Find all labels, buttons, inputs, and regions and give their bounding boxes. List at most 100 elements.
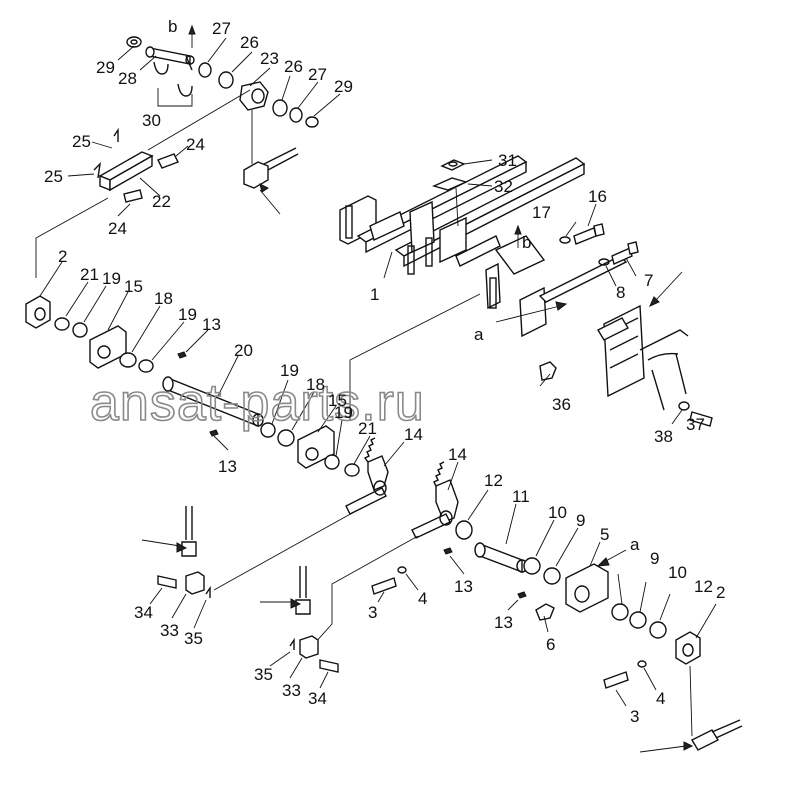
label-18: 18 bbox=[306, 375, 325, 394]
label-8: 8 bbox=[616, 283, 625, 302]
label-29: 29 bbox=[334, 77, 353, 96]
label-33: 33 bbox=[160, 621, 179, 640]
cotter-35-b bbox=[289, 637, 295, 650]
label-26: 26 bbox=[240, 33, 259, 52]
washer-29-left bbox=[126, 36, 142, 48]
bolt-3-b bbox=[603, 671, 629, 689]
label-6: 6 bbox=[546, 635, 555, 654]
lower-left-rods bbox=[141, 506, 339, 689]
frame-right-plate bbox=[603, 304, 645, 398]
bushing-9-a bbox=[543, 567, 561, 585]
shaft-11 bbox=[479, 542, 523, 574]
label-12: 12 bbox=[694, 577, 713, 596]
bolt-3-a bbox=[371, 577, 397, 595]
label-33: 33 bbox=[282, 681, 301, 700]
washer-8 bbox=[598, 258, 610, 266]
label-22: 22 bbox=[152, 192, 171, 211]
connection-lines bbox=[349, 293, 481, 420]
washer-29-right bbox=[305, 116, 319, 128]
label-11: 11 bbox=[512, 487, 530, 506]
label-29: 29 bbox=[96, 58, 115, 77]
label-9: 9 bbox=[576, 511, 585, 530]
label-24: 24 bbox=[186, 135, 205, 154]
washer-4-b bbox=[637, 660, 647, 668]
cotter-25-a bbox=[93, 162, 101, 179]
label-34: 34 bbox=[308, 689, 327, 708]
label-19: 19 bbox=[102, 269, 121, 288]
key-13-d bbox=[517, 591, 527, 599]
label-25: 25 bbox=[72, 132, 91, 151]
clip-30-b bbox=[177, 83, 193, 97]
pin-assembly-top bbox=[117, 24, 341, 215]
clip-30-a bbox=[153, 61, 169, 75]
label-7: 7 bbox=[644, 271, 653, 290]
label-24: 24 bbox=[108, 219, 127, 238]
label-2: 2 bbox=[716, 583, 725, 602]
bushing-9-b bbox=[611, 603, 629, 621]
label-3: 3 bbox=[630, 707, 639, 726]
key-13-a bbox=[177, 351, 187, 359]
label-28: 28 bbox=[118, 69, 137, 88]
rod-coupler-a bbox=[181, 541, 197, 557]
bushing-19-a bbox=[72, 322, 88, 338]
label-17: 17 bbox=[532, 203, 551, 222]
arm-2-left bbox=[25, 295, 51, 329]
bushing-19-d bbox=[324, 454, 340, 470]
bushing-19-b bbox=[138, 359, 154, 373]
label-37: 37 bbox=[686, 415, 705, 434]
plate-32 bbox=[431, 177, 469, 191]
bolt-24-bottom bbox=[123, 189, 143, 203]
washer-17 bbox=[559, 236, 571, 244]
left-shaft-assembly bbox=[25, 261, 371, 477]
lower-center-assembly bbox=[313, 461, 627, 645]
sector-assembly-14 bbox=[213, 437, 405, 591]
washer-21-a bbox=[54, 317, 70, 331]
watermark: ansat-parts.ru bbox=[90, 374, 425, 432]
label-21: 21 bbox=[80, 265, 99, 284]
label-4: 4 bbox=[656, 689, 665, 708]
bolt-34-b bbox=[319, 659, 339, 673]
label-5: 5 bbox=[600, 525, 609, 544]
label-21: 21 bbox=[358, 419, 377, 438]
bushing-10-a bbox=[523, 557, 541, 575]
label-13: 13 bbox=[202, 315, 221, 334]
cotter-35-a bbox=[205, 585, 211, 598]
label-38: 38 bbox=[654, 427, 673, 446]
label-15: 15 bbox=[328, 391, 347, 410]
label-9: 9 bbox=[650, 549, 659, 568]
label-13: 13 bbox=[218, 457, 237, 476]
rod-end-bottom bbox=[691, 729, 719, 751]
bushing-18-a bbox=[119, 352, 137, 368]
bar-assembly-22 bbox=[35, 89, 251, 278]
washer-21-b bbox=[344, 463, 360, 477]
washer-38 bbox=[678, 401, 690, 411]
label-14: 14 bbox=[404, 425, 423, 444]
washer-4-a bbox=[397, 566, 407, 574]
label-20: 20 bbox=[234, 341, 253, 360]
bushing-27-a bbox=[198, 62, 212, 78]
lever-plate bbox=[647, 352, 687, 411]
label-25: 25 bbox=[44, 167, 63, 186]
label-27: 27 bbox=[212, 19, 231, 38]
label-16: 16 bbox=[588, 187, 607, 206]
rod-coupler-b bbox=[295, 599, 311, 615]
label-19: 19 bbox=[178, 305, 197, 324]
grease-fitting-6 bbox=[535, 603, 555, 621]
bushing-18-b bbox=[277, 429, 295, 447]
label-13: 13 bbox=[494, 613, 513, 632]
label-10: 10 bbox=[548, 503, 567, 522]
bolt-7 bbox=[611, 247, 633, 265]
part-labels: 29 28 b 27 26 23 26 27 29 30 25 25 24 22… bbox=[44, 17, 725, 726]
rod-end bbox=[243, 161, 269, 189]
label-1: 1 bbox=[370, 285, 379, 304]
label-a: a bbox=[630, 535, 640, 554]
label-4: 4 bbox=[418, 589, 427, 608]
bushing-26-a bbox=[218, 71, 234, 89]
frame-bracket-b bbox=[439, 216, 467, 264]
label-18: 18 bbox=[154, 289, 173, 308]
label-14: 14 bbox=[448, 445, 467, 464]
label-b: b bbox=[168, 17, 177, 36]
label-a: a bbox=[474, 325, 484, 344]
key-13-b bbox=[209, 429, 219, 437]
